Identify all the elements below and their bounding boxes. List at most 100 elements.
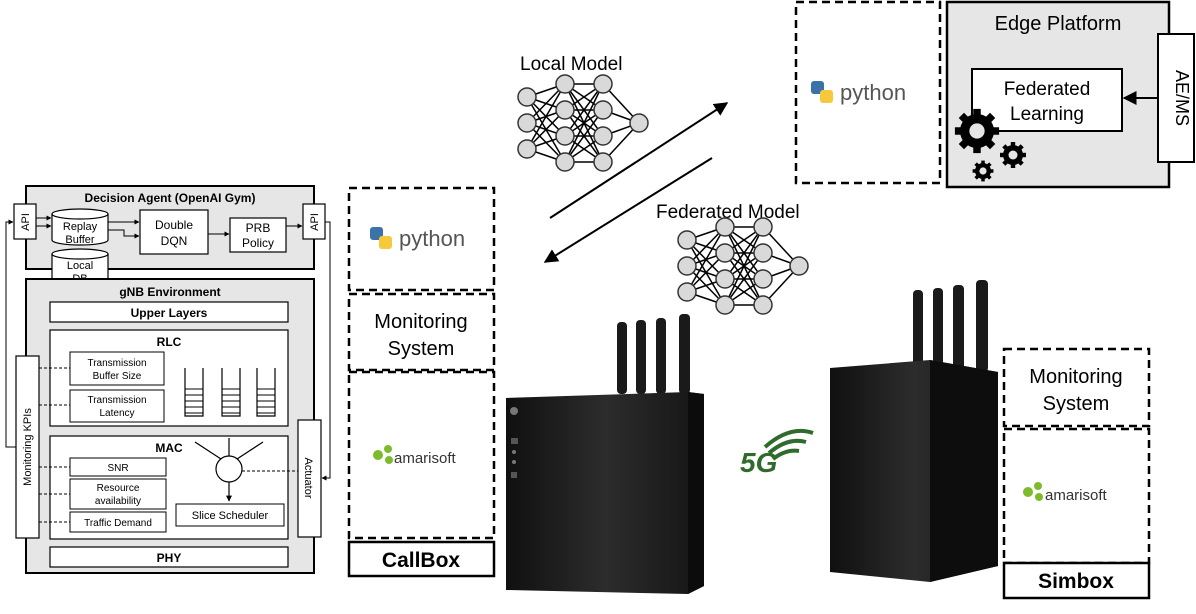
callbox-label-box <box>347 540 496 578</box>
gears-icon <box>954 108 1026 182</box>
api-left-label: API <box>20 213 32 231</box>
slice-scheduler-label: Slice Scheduler <box>192 510 269 522</box>
feedback-lines <box>5 219 331 481</box>
network-node <box>715 295 735 315</box>
download-arrow <box>543 157 713 263</box>
network-node <box>753 269 773 289</box>
actuator-box <box>297 419 322 538</box>
resource-availability-line2: availability <box>95 496 141 507</box>
resource-availability-line1: Resource <box>97 483 140 494</box>
tx-latency-box <box>69 389 165 423</box>
edge-python-box <box>794 0 942 185</box>
traffic-demand-label: Traffic Demand <box>84 518 152 529</box>
5g-logo-icon <box>763 428 814 461</box>
slice-scheduler-box <box>175 503 285 527</box>
tx-buffer-size-line1: Transmission <box>87 358 146 369</box>
callbox-python-box <box>347 186 496 292</box>
network-node <box>593 152 613 172</box>
phy-box <box>49 546 289 568</box>
replay-buffer-line2: Buffer <box>65 234 94 246</box>
aems-label: AE/MS <box>1172 70 1192 126</box>
double-dqn-line1: Double <box>155 218 193 232</box>
mac-label: MAC <box>155 441 183 455</box>
replay-buffer-line1: Replay <box>63 221 98 233</box>
simbox-amarisoft-label: amarisoft <box>1045 487 1108 504</box>
network-node <box>715 217 735 237</box>
gear-shape <box>1000 142 1026 168</box>
network-node <box>677 256 697 276</box>
tx-buffer-size-box <box>69 351 165 386</box>
simbox-label: Simbox <box>1038 570 1114 593</box>
callbox-monitoring-line1: Monitoring <box>374 311 467 333</box>
network-node <box>593 100 613 120</box>
simbox-label-box <box>1002 561 1151 600</box>
phy-label: PHY <box>157 551 182 565</box>
local-model-label: Local Model <box>520 54 622 75</box>
callbox-hardware-image <box>506 314 704 594</box>
prb-policy-line2: Policy <box>242 236 274 250</box>
callbox-amarisoft-logo-icon <box>373 445 393 464</box>
decision-agent-title: Decision Agent (OpenAI Gym) <box>85 191 256 205</box>
network-node <box>715 269 735 289</box>
simbox-monitoring-line2: System <box>1043 393 1110 415</box>
federated-learning-line2: Learning <box>1010 104 1084 125</box>
callbox-monitoring-box <box>347 292 496 372</box>
prb-policy-line1: PRB <box>246 221 271 235</box>
network-node <box>753 295 773 315</box>
gear-shape <box>972 160 994 182</box>
rlc-queues-icon <box>184 368 276 417</box>
agent-internal-arrows <box>36 215 303 239</box>
network-node <box>593 74 613 94</box>
simbox-monitoring-box <box>1002 347 1151 428</box>
network-node <box>677 282 697 302</box>
network-node <box>517 139 537 159</box>
5g-label: 5G <box>740 447 777 478</box>
network-node <box>555 100 575 120</box>
callbox-python-logo-icon <box>370 227 392 249</box>
local-db-line1: Local <box>67 260 93 272</box>
callbox-amarisoft-box <box>347 370 496 540</box>
actuator-label: Actuator <box>302 458 314 499</box>
upload-arrow <box>549 102 729 219</box>
monitoring-kpis-label: Monitoring KPIs <box>22 408 34 486</box>
network-node <box>517 113 537 133</box>
queue-outline <box>256 368 276 417</box>
python-logo-icon <box>811 81 833 103</box>
snr-label: SNR <box>107 463 128 474</box>
network-node <box>555 74 575 94</box>
tx-latency-line2: Latency <box>99 408 134 419</box>
network-node <box>555 126 575 146</box>
simbox-monitoring-line1: Monitoring <box>1029 366 1122 388</box>
api-right-label: API <box>309 213 321 231</box>
double-dqn-box <box>139 209 209 255</box>
edge-python-label: python <box>840 80 906 105</box>
simbox-amarisoft-logo-icon <box>1023 482 1043 501</box>
network-node <box>753 217 773 237</box>
callbox-monitoring-line2: System <box>388 338 455 360</box>
aems-box <box>1157 33 1195 163</box>
prb-policy-box <box>229 217 287 253</box>
network-node <box>715 243 735 263</box>
callbox-amarisoft-label: amarisoft <box>394 450 457 467</box>
scheduler-icon <box>194 438 264 502</box>
network-node <box>789 256 809 276</box>
double-dqn-line2: DQN <box>161 234 188 248</box>
network-node <box>629 113 649 133</box>
queue-outline <box>221 368 241 417</box>
network-node <box>753 243 773 263</box>
upper-layers-box <box>49 301 289 323</box>
replay-buffer-cylinder <box>51 208 109 246</box>
network-node <box>677 230 697 250</box>
queue-outline <box>184 368 204 417</box>
callbox-label: CallBox <box>382 549 461 572</box>
tx-latency-line1: Transmission <box>87 395 146 406</box>
edge-platform-title: Edge Platform <box>995 13 1122 35</box>
api-left-box <box>13 203 37 240</box>
federated-learning-line1: Federated <box>1004 79 1091 100</box>
upper-layers-label: Upper Layers <box>131 306 208 320</box>
local-model-network-icon <box>517 74 649 172</box>
simbox-hardware-image <box>830 280 998 582</box>
kpi-dashed-links <box>39 367 298 523</box>
network-node <box>593 126 613 146</box>
